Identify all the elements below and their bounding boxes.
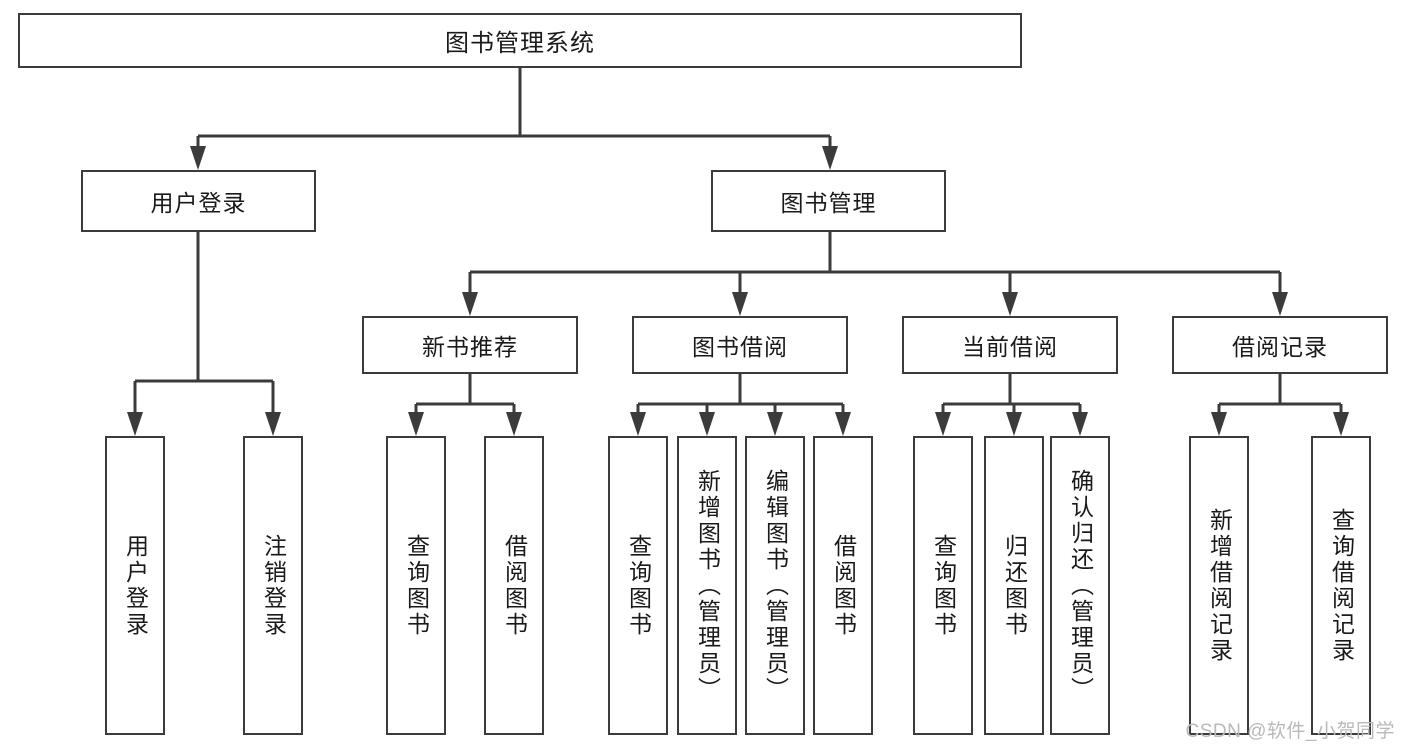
arrowhead-leaf-edit-book (767, 412, 783, 436)
leaf-add-borrow-record[interactable]: 新增借阅记录 (1189, 436, 1249, 735)
node-label: 查询图书 (403, 533, 430, 638)
node-label: 图书管理系统 (445, 30, 595, 57)
arrowhead-book-borrow (732, 292, 748, 316)
leaf-logout[interactable]: 注销登录 (243, 436, 303, 735)
leaf-return-book[interactable]: 归还图书 (984, 436, 1044, 735)
node-label: 图书管理 (780, 190, 877, 216)
node-label: 新增图书（管理员） (694, 468, 721, 703)
node-label: 确认归还（管理员） (1067, 468, 1094, 703)
node-current-borrow[interactable]: 当前借阅 (902, 316, 1118, 374)
arrowhead-leaf-add-record (1211, 412, 1227, 436)
arrowhead-leaf-confirm-return (1072, 412, 1088, 436)
arrowhead-leaf-user-login (127, 412, 143, 436)
node-label: 当前借阅 (962, 334, 1058, 360)
leaf-add-book-admin[interactable]: 新增图书（管理员） (677, 436, 737, 735)
node-borrow-record[interactable]: 借阅记录 (1172, 316, 1388, 374)
node-label: 借阅图书 (830, 533, 857, 638)
node-label: 归还图书 (1001, 533, 1028, 638)
node-new-book-recommend[interactable]: 新书推荐 (362, 316, 578, 374)
node-root-system[interactable]: 图书管理系统 (18, 13, 1022, 68)
node-label: 编辑图书（管理员） (762, 468, 789, 703)
arrowhead-user-login (190, 146, 206, 170)
arrowhead-leaf-query-book-1 (408, 412, 424, 436)
node-label: 用户登录 (150, 190, 247, 216)
node-book-management[interactable]: 图书管理 (711, 170, 946, 232)
node-label: 借阅记录 (1232, 334, 1328, 360)
leaf-query-book-recommend[interactable]: 查询图书 (386, 436, 446, 735)
leaf-confirm-return-admin[interactable]: 确认归还（管理员） (1050, 436, 1110, 735)
node-label: 查询借阅记录 (1328, 507, 1355, 664)
arrowhead-leaf-logout (265, 412, 281, 436)
watermark: CSDN @软件_小贺同学 (1185, 721, 1395, 742)
node-label: 查询图书 (930, 533, 957, 638)
arrowhead-leaf-add-book (699, 412, 715, 436)
leaf-edit-book-admin[interactable]: 编辑图书（管理员） (745, 436, 805, 735)
arrowhead-current-borrow (1002, 292, 1018, 316)
leaf-query-borrow-record[interactable]: 查询借阅记录 (1311, 436, 1371, 735)
leaf-user-login[interactable]: 用户登录 (105, 436, 165, 735)
leaf-query-book-current[interactable]: 查询图书 (913, 436, 973, 735)
arrowhead-leaf-query-book-2 (630, 412, 646, 436)
arrowhead-leaf-query-record (1333, 412, 1349, 436)
arrowhead-leaf-return-book (1006, 412, 1022, 436)
arrowhead-new-book-rec (462, 292, 478, 316)
node-user-login[interactable]: 用户登录 (81, 170, 316, 232)
arrowhead-book-mgmt (822, 146, 838, 170)
arrowhead-leaf-borrow-book-1 (506, 412, 522, 436)
node-label: 查询图书 (625, 533, 652, 638)
arrowhead-borrow-record (1272, 292, 1288, 316)
arrowhead-leaf-query-book-3 (935, 412, 951, 436)
leaf-query-book-borrow[interactable]: 查询图书 (608, 436, 668, 735)
node-label: 新增借阅记录 (1206, 507, 1233, 664)
node-label: 注销登录 (260, 533, 287, 638)
leaf-borrow-book-recommend[interactable]: 借阅图书 (484, 436, 544, 735)
node-label: 用户登录 (122, 533, 149, 638)
arrowhead-leaf-borrow-book-2 (835, 412, 851, 436)
node-label: 图书借阅 (692, 334, 788, 360)
leaf-borrow-book[interactable]: 借阅图书 (813, 436, 873, 735)
node-label: 新书推荐 (422, 334, 518, 360)
node-book-borrow[interactable]: 图书借阅 (632, 316, 848, 374)
node-label: 借阅图书 (501, 533, 528, 638)
